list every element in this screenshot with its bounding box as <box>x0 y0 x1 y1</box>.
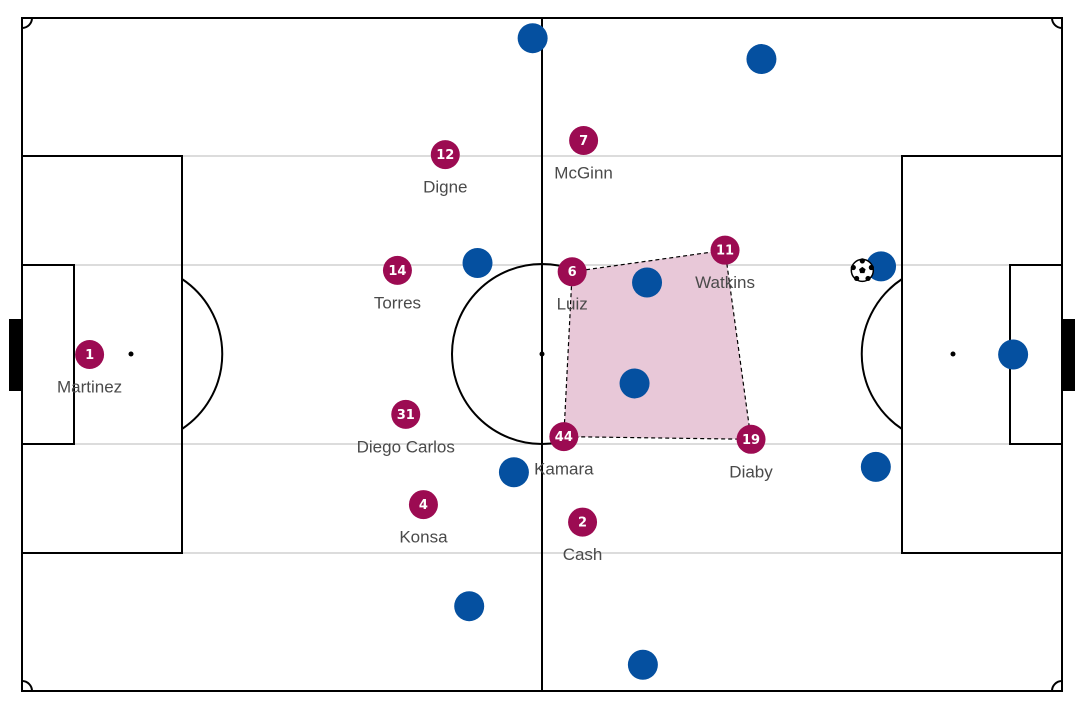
away-player-marker <box>619 368 650 399</box>
home-player-marker <box>391 399 421 429</box>
player-number: 1 <box>85 348 94 363</box>
player-number: 7 <box>579 134 588 149</box>
player-name: Diego Carlos <box>357 437 455 456</box>
away-player-marker <box>998 339 1029 370</box>
away-player-marker <box>627 649 658 680</box>
home-player-marker <box>557 257 587 287</box>
player-name: Kamara <box>534 460 594 479</box>
player-name: McGinn <box>554 163 613 182</box>
away-player-marker <box>517 23 548 54</box>
home-player-marker <box>736 424 766 454</box>
away-player-marker <box>454 591 485 622</box>
player-number: 12 <box>436 148 454 163</box>
player-number: 31 <box>397 408 415 423</box>
player-number: 19 <box>742 433 760 448</box>
away-player-marker <box>632 267 663 298</box>
player-number: 11 <box>716 244 734 259</box>
away-team <box>454 23 1029 680</box>
away-player-marker <box>462 247 493 278</box>
home-player-marker <box>568 507 598 537</box>
player-number: 6 <box>568 265 577 280</box>
home-team: 1Martinez12Digne7McGinn14Torres6Luiz11Wa… <box>57 125 773 564</box>
home-player-marker <box>75 340 105 369</box>
home-player-marker <box>382 255 412 285</box>
player-name: Diaby <box>729 462 773 481</box>
player-number: 4 <box>419 498 428 513</box>
player-number: 14 <box>388 264 406 279</box>
player-name: Martinez <box>57 378 122 397</box>
player-number: 44 <box>555 430 573 445</box>
player-number: 2 <box>578 516 587 531</box>
player-name: Watkins <box>695 273 755 292</box>
home-player-marker <box>569 125 599 155</box>
home-player-marker <box>430 140 460 170</box>
home-player-marker <box>710 235 740 265</box>
player-name: Luiz <box>557 295 588 314</box>
ball-icon <box>850 258 875 283</box>
pitch-markings <box>9 17 1075 692</box>
ball <box>850 258 875 283</box>
player-name: Torres <box>374 293 421 312</box>
player-name: Digne <box>423 178 467 197</box>
player-name: Cash <box>563 545 603 564</box>
home-player-marker <box>408 490 438 520</box>
player-name: Konsa <box>399 528 448 547</box>
away-player-marker <box>746 44 777 75</box>
away-player-marker <box>860 451 891 482</box>
home-player-marker <box>549 422 579 452</box>
away-player-marker <box>498 457 529 488</box>
